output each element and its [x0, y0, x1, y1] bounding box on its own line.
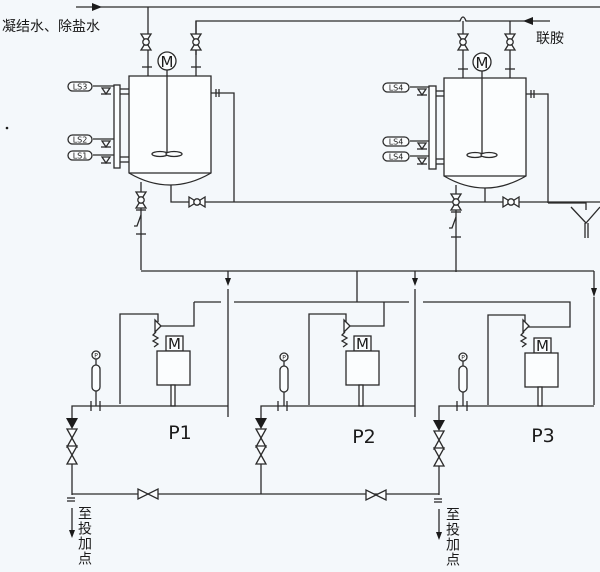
pump-p3: M P P3: [438, 314, 594, 447]
check-valve-icon: [255, 418, 267, 429]
discharge-valve-icon[interactable]: [433, 447, 445, 467]
crossover-line: [72, 488, 439, 501]
tank-1: M LS3 LS2 LS1: [67, 7, 600, 270]
discharge-valve-icon[interactable]: [66, 445, 78, 465]
outlet-label: 至投加点: [76, 506, 92, 566]
sight-glass: [113, 84, 121, 169]
relief-valve-icon[interactable]: [151, 318, 162, 348]
flow-arrow-icon: [92, 3, 102, 11]
return-header: [157, 301, 571, 328]
drain-funnel-icon: [570, 206, 600, 238]
dot-mark: [5, 126, 9, 130]
pump-label: P1: [168, 422, 192, 444]
discharge-valve-icon[interactable]: [255, 428, 267, 448]
pressure-gauge-icon: P: [458, 352, 468, 406]
motor-label: M: [476, 54, 489, 72]
hydrazine-inlet-label: 联胺: [536, 31, 564, 47]
tank-2: M LS4 LS4 LS4: [382, 21, 600, 272]
relief-valve-icon[interactable]: [519, 318, 530, 348]
pump-body: [156, 350, 191, 386]
tank-body: [443, 77, 527, 189]
inlet-valve-icon[interactable]: [140, 33, 152, 51]
water-inlet-label: 凝结水、除盐水: [2, 19, 100, 35]
suction-header: [141, 270, 597, 417]
svg-text:P: P: [94, 353, 98, 360]
discharge-valve-icon[interactable]: [66, 428, 78, 448]
discharge-valve-icon[interactable]: [433, 430, 445, 450]
check-valve-icon: [433, 420, 445, 431]
pressure-gauge-icon: P: [91, 350, 101, 406]
inlet-valve-icon[interactable]: [457, 33, 469, 51]
drain-valve-icon[interactable]: [502, 196, 520, 208]
inlet-valve-icon[interactable]: [190, 33, 202, 51]
drain-valve-icon[interactable]: [188, 196, 206, 208]
svg-text:LS4: LS4: [389, 84, 404, 93]
inlet-valve-icon[interactable]: [504, 33, 516, 51]
water-inlet-line: [76, 3, 600, 11]
outlet-valve-icon[interactable]: [450, 193, 462, 211]
level-switch-ls2: LS2: [67, 134, 114, 148]
pressure-gauge-icon: P: [279, 352, 289, 406]
svg-text:LS4: LS4: [389, 138, 404, 147]
pump-p1: M P P1: [71, 313, 228, 444]
pump-label: P2: [352, 426, 376, 448]
check-valve-icon: [66, 418, 78, 429]
svg-text:LS2: LS2: [73, 136, 88, 145]
level-switch-ls4-mid: LS4: [382, 136, 429, 150]
pump-body: [524, 352, 559, 388]
motor-label: M: [536, 337, 549, 355]
level-switch-ls4-top: LS4: [382, 82, 429, 96]
outlet-label: 至投加点: [444, 507, 460, 567]
flow-arrow-icon: [523, 17, 533, 25]
svg-text:P: P: [461, 355, 465, 362]
level-switch-ls1: LS1: [67, 150, 114, 164]
motor-label: M: [356, 335, 369, 353]
level-switch-ls3: LS3: [67, 81, 114, 95]
sight-glass: [428, 85, 437, 170]
svg-text:P: P: [282, 355, 286, 362]
svg-text:LS1: LS1: [73, 152, 88, 161]
hydrazine-inlet-line: [195, 16, 550, 55]
motor-label: M: [161, 53, 174, 71]
motor-label: M: [168, 335, 181, 353]
tank-body: [128, 75, 212, 186]
discharge-p2: [255, 418, 267, 494]
crossover-valve-icon[interactable]: [137, 488, 159, 500]
discharge-valve-icon[interactable]: [255, 445, 267, 465]
outlet-valve-icon[interactable]: [135, 191, 147, 209]
discharge-p3: [433, 420, 445, 540]
level-switch-ls4-low: LS4: [382, 151, 429, 165]
pump-body: [345, 350, 380, 386]
pump-p2: M P P2: [260, 313, 415, 448]
relief-valve-icon[interactable]: [340, 318, 351, 348]
discharge-p1: [66, 418, 78, 538]
svg-text:LS4: LS4: [389, 153, 404, 162]
crossover-valve-icon[interactable]: [365, 489, 387, 501]
pump-label: P3: [531, 425, 555, 447]
svg-text:LS3: LS3: [73, 83, 88, 92]
